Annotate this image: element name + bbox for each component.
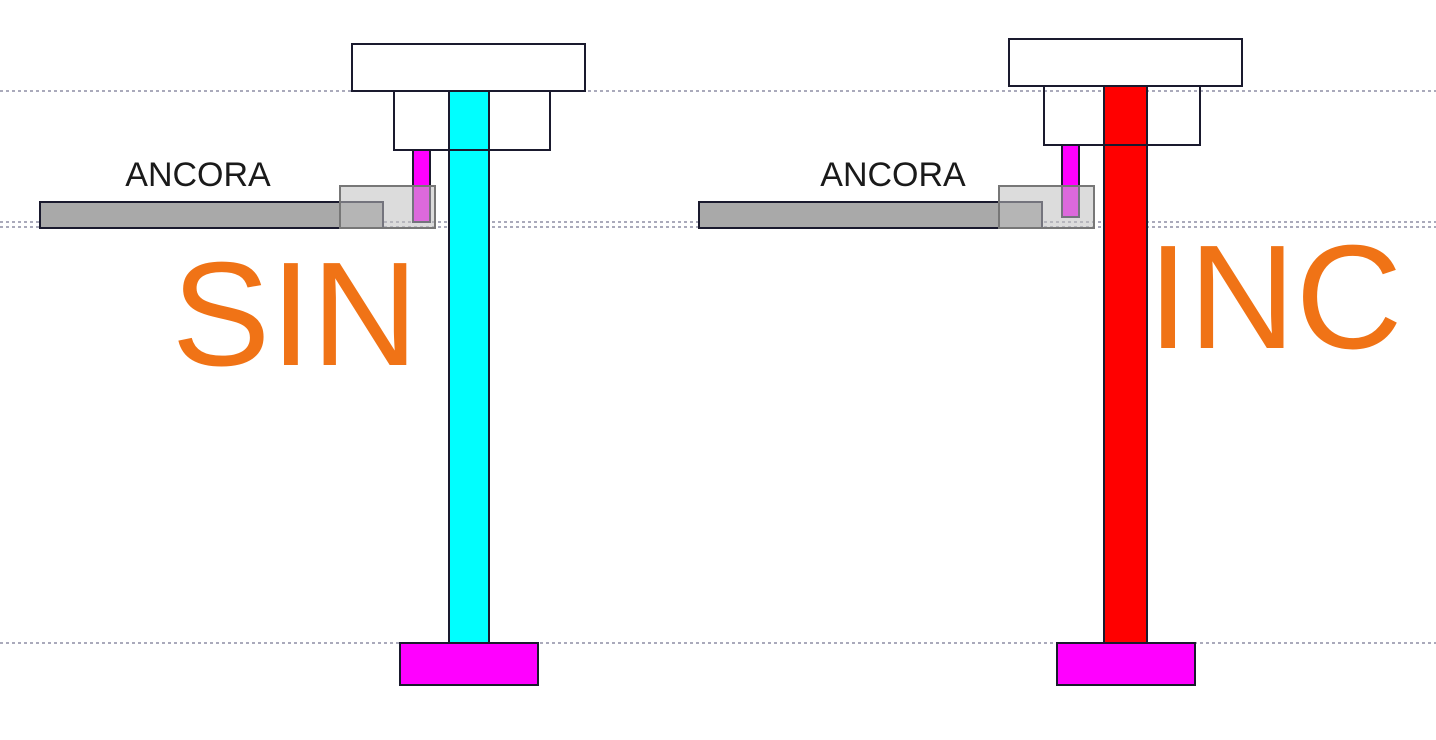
right-column bbox=[1103, 85, 1148, 644]
left-assembly: ANCORA SIN bbox=[39, 43, 586, 686]
left-big-label: SIN bbox=[172, 232, 419, 397]
right-lower-cap bbox=[1043, 85, 1201, 146]
left-anchor-overlay bbox=[339, 185, 436, 229]
left-anchor-label: ANCORA bbox=[125, 156, 271, 194]
guide-lines bbox=[0, 90, 1436, 644]
left-lower-cap bbox=[393, 90, 551, 151]
right-anchor-overlay bbox=[998, 185, 1095, 229]
left-base-foot bbox=[399, 642, 539, 686]
right-assembly: ANCORA INC bbox=[698, 38, 1403, 686]
left-top-cap bbox=[351, 43, 586, 92]
right-top-cap bbox=[1008, 38, 1243, 87]
left-column bbox=[448, 90, 490, 644]
left-anchor-plate bbox=[39, 201, 384, 229]
right-anchor-label: ANCORA bbox=[820, 156, 966, 194]
right-big-label: INC bbox=[1148, 215, 1403, 380]
right-anchor-plate bbox=[698, 201, 1043, 229]
right-base-foot bbox=[1056, 642, 1196, 686]
